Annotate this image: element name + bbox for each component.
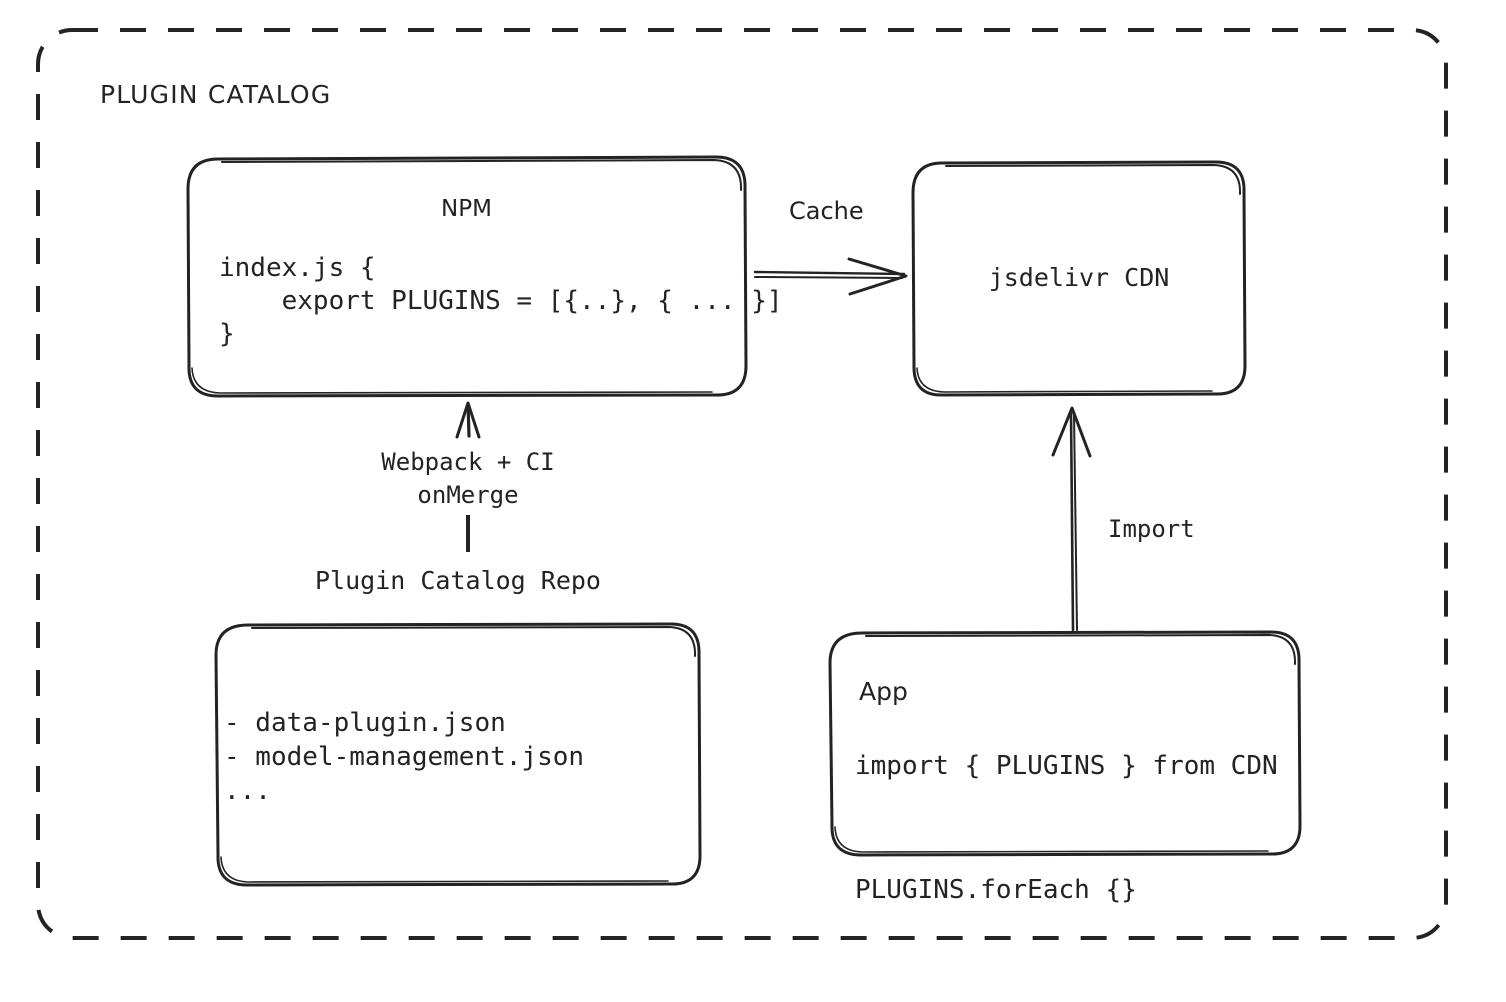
npm-node-title: NPM xyxy=(441,196,492,222)
edge-label-import: Import xyxy=(1108,515,1195,543)
repo-node-title: Plugin Catalog Repo xyxy=(315,566,601,595)
cdn-node-title: jsdelivr CDN xyxy=(988,263,1170,292)
app-node-code: import { PLUGINS } from CDN PLUGINS.forE… xyxy=(855,751,1278,905)
npm-node-code: index.js { export PLUGINS = [{..}, { ...… xyxy=(219,253,783,349)
arrow-app-to-cdn xyxy=(1051,406,1092,632)
frame-title: PLUGIN CATALOG xyxy=(100,80,332,109)
repo-node-files: - data-plugin.json - model-management.js… xyxy=(224,708,585,806)
app-node-title: App xyxy=(859,677,908,706)
edge-label-cache: Cache xyxy=(789,197,864,225)
edge-label-webpack-ci-onmerge: Webpack + CI onMerge xyxy=(381,448,555,509)
